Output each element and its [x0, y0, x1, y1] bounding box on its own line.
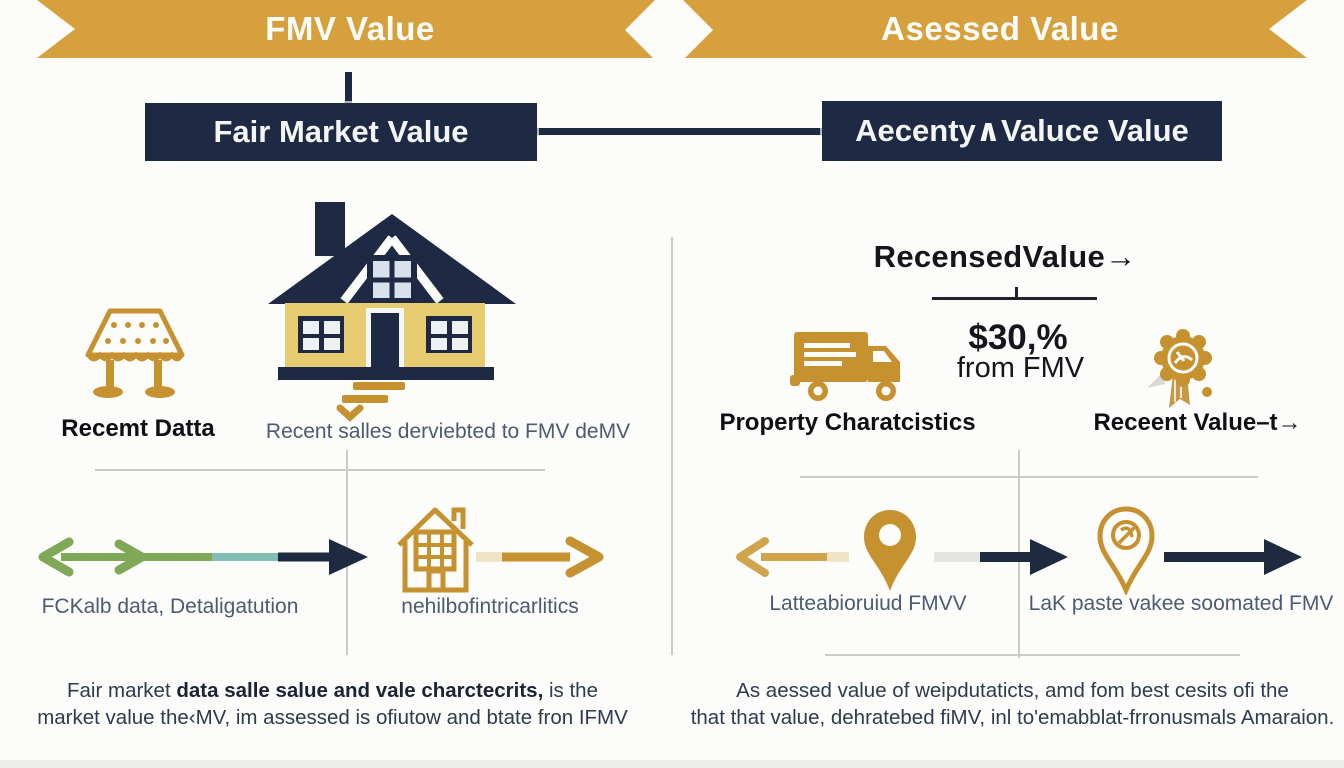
gold-right-arrow-icon — [476, 536, 604, 578]
navy-right-arrow-icon — [1164, 539, 1302, 575]
right-footnote-line2: that that value, dehratebed fiMV, inl to… — [690, 706, 1335, 729]
stat-value: $30,% — [968, 317, 1068, 357]
chevron-down-icon — [336, 404, 364, 422]
left-footnote-line2: market value the‹MV, im assessed is ofiu… — [37, 706, 628, 729]
gray-navy-arrow-icon — [934, 539, 1068, 575]
gold-left-arrow-icon — [736, 537, 849, 577]
fair-market-value-text: Fair Market Value — [213, 114, 469, 149]
right-footnote-line1: As aessed value of weipdutaticts, amd fo… — [736, 679, 1289, 702]
search-pin-icon — [1097, 506, 1155, 595]
ribbon-center-diamond — [625, 0, 713, 74]
banner-left-title: FMV Value — [265, 10, 435, 47]
award-badge-icon — [1147, 329, 1212, 408]
left-footnote-post: is the — [543, 679, 598, 702]
assessed-value-box: Aecenty∧Valuce Value — [822, 101, 1222, 161]
connector-line — [537, 128, 822, 135]
flow-arrow-label: FCKalb data, Detaligatution — [41, 595, 299, 618]
location-pin-icon — [864, 510, 916, 591]
center-divider — [671, 237, 673, 655]
stat-caption: from FMV — [956, 351, 1085, 384]
path-step-1 — [353, 382, 405, 390]
recent-sales-label: Recent salles derviebted to FMV deMV — [265, 420, 631, 443]
left-horizontal-divider — [95, 469, 545, 471]
path-step-2 — [342, 395, 388, 403]
ribbon-banner — [37, 0, 1307, 74]
flow-search-label: LaK paste vakee soomated FMV — [1028, 592, 1334, 615]
property-characteristics-label: Property Charatcistics — [719, 409, 976, 436]
banner-right-title: Asessed Value — [881, 10, 1119, 47]
connector-tick — [345, 72, 352, 104]
fair-market-value-box: Fair Market Value — [145, 103, 537, 161]
flow-house-label: nehilbofintricarlitics — [401, 595, 579, 618]
assessed-value-text: Aecenty∧Valuce Value — [855, 113, 1189, 148]
right-footnote: As aessed value of weipdutaticts, amd fo… — [690, 677, 1335, 731]
recent-data-label: Recemt Datta — [61, 415, 215, 442]
house-outline-icon — [397, 507, 474, 593]
stat-divider — [932, 297, 1097, 300]
left-footnote-bold: data salle salue and vale charctecrits, — [176, 679, 544, 702]
bottom-edge-strip — [0, 760, 1344, 768]
recensed-value-heading: RecensedValue→ — [873, 239, 1137, 274]
flow-pin-label: Latteabioruiud FMVV — [769, 592, 967, 615]
recent-value-label: Receent Value–t→ — [1093, 409, 1302, 436]
left-footnote-pre: Fair market — [67, 679, 177, 702]
left-footnote: Fair market data salle salue and vale ch… — [10, 677, 655, 731]
stat-divider-tick — [1015, 287, 1018, 300]
gradient-double-arrow-icon — [38, 537, 368, 577]
truck-icon — [790, 332, 900, 401]
right-bottom-divider — [825, 654, 1240, 656]
right-horizontal-divider — [800, 476, 1258, 478]
house-icon — [268, 202, 516, 422]
market-awning-icon — [85, 308, 185, 398]
